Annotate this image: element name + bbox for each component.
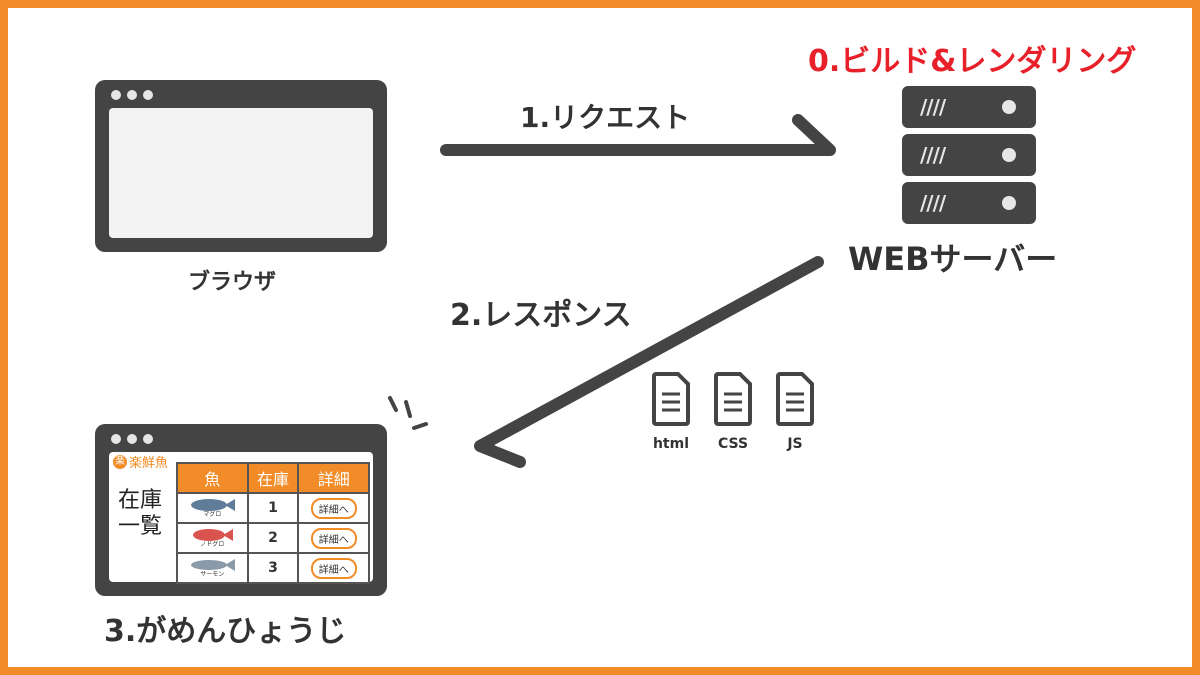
fish-cell: ノドグロ [179, 528, 246, 548]
table-row: サーモン 3 詳細へ [176, 552, 370, 584]
file-js: JS [772, 372, 818, 452]
detail-button[interactable]: 詳細へ [310, 527, 357, 549]
detail-button[interactable]: 詳細へ [310, 497, 357, 519]
stock-cell: 1 [246, 492, 300, 524]
header-stock: 在庫 [246, 462, 300, 494]
window-dots [111, 434, 153, 444]
browser-screen [109, 108, 373, 238]
document-icon [652, 372, 690, 426]
detail-button[interactable]: 詳細へ [310, 557, 357, 579]
window-dots [111, 90, 153, 100]
site-logo: 楽 楽鮮魚 [113, 452, 168, 471]
request-arrow [440, 114, 836, 156]
file-label: html [652, 436, 690, 452]
response-label: 2.レスポンス [450, 298, 632, 333]
server-label: WEBサーバー [848, 240, 1058, 278]
fish-icon [191, 499, 236, 511]
fish-cell: マグロ [179, 498, 246, 518]
response-arrow [474, 256, 824, 468]
inventory-table: 魚 在庫 詳細 マグロ 1 詳細へ ノドグロ 2 詳細へ サーモン 3 詳細へ [176, 462, 370, 584]
display-label: 3.がめんひょうじ [104, 614, 347, 649]
server-icon: //// //// //// [902, 86, 1036, 226]
fish-icon [193, 529, 234, 541]
document-icon [776, 372, 814, 426]
server-unit: //// [902, 134, 1036, 176]
file-css: CSS [710, 372, 756, 452]
table-row: マグロ 1 詳細へ [176, 492, 370, 524]
logo-text: 楽鮮魚 [129, 456, 169, 471]
fish-icon [191, 559, 236, 571]
page-title: 在庫 一覧 [118, 488, 163, 539]
logo-badge: 楽 [113, 454, 127, 469]
document-icon [714, 372, 752, 426]
table-header-row: 魚 在庫 詳細 [176, 462, 370, 494]
header-fish: 魚 [176, 462, 249, 494]
browser-window [95, 80, 387, 252]
build-render-label: 0.ビルド&レンダリング [808, 44, 1137, 79]
file-label: CSS [717, 436, 749, 452]
browser-label: ブラウザ [188, 270, 277, 295]
header-detail: 詳細 [297, 462, 370, 494]
emphasis-marks [388, 396, 428, 430]
server-unit: //// [902, 86, 1036, 128]
file-label: JS [787, 436, 803, 452]
stock-cell: 3 [246, 552, 300, 584]
request-label: 1.リクエスト [520, 101, 691, 134]
table-row: ノドグロ 2 詳細へ [176, 522, 370, 554]
stock-cell: 2 [246, 522, 300, 554]
file-html: html [648, 372, 694, 452]
server-unit: //// [902, 182, 1036, 224]
fish-cell: サーモン [179, 558, 246, 578]
